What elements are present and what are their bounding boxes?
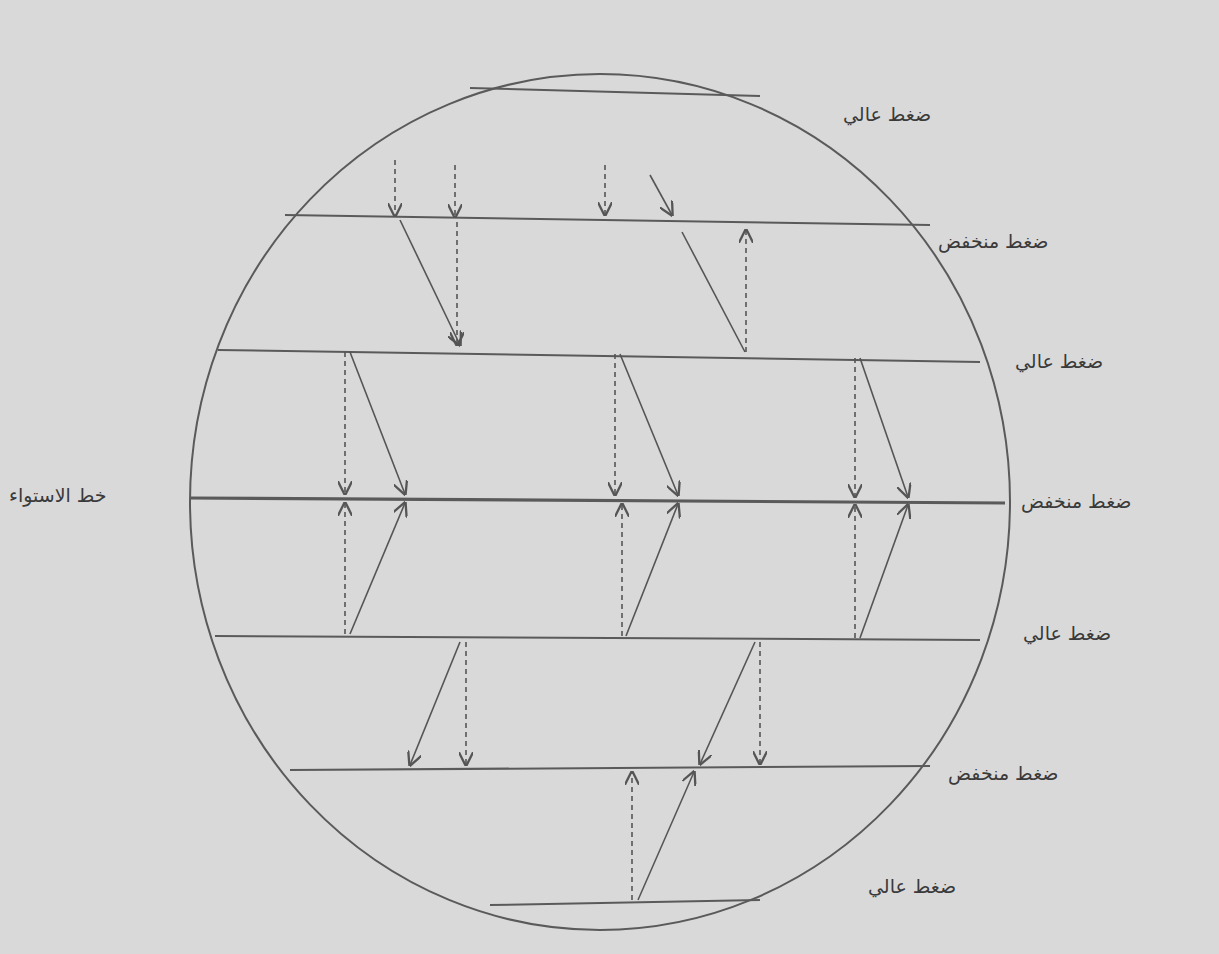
equator-label: خط الاستواء (6, 484, 110, 507)
pressure-label: ضغط عالي (865, 875, 959, 898)
pressure-label: ضغط منخفض (945, 762, 1061, 785)
pressure-label: ضغط عالي (1012, 350, 1106, 373)
pressure-label: ضغط عالي (1020, 622, 1114, 645)
pressure-label: ضغط منخفض (1018, 490, 1134, 513)
pressure-label: ضغط عالي (840, 103, 934, 126)
globe-outline (190, 74, 1010, 930)
pressure-label: ضغط منخفض (935, 230, 1051, 253)
